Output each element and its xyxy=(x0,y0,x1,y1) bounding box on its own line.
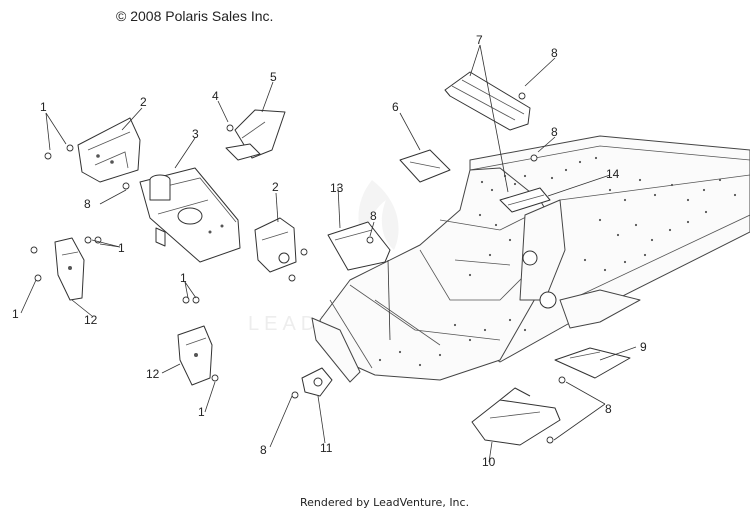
part-mount-6 xyxy=(399,149,451,183)
callout-12-left: 12 xyxy=(84,313,98,327)
callout-7: 7 xyxy=(476,33,483,47)
callout-10: 10 xyxy=(482,455,496,469)
callout-14: 14 xyxy=(606,167,620,181)
callout-4: 4 xyxy=(212,89,219,103)
callout-labels: 1 1 1 1 1 2 2 3 4 5 6 7 8 8 8 8 8 8 9 10… xyxy=(12,33,647,469)
callout-9: 9 xyxy=(640,340,647,354)
part-bracket-11 xyxy=(301,367,333,397)
part-plate-13 xyxy=(327,221,391,271)
part-tunnel-cover xyxy=(444,71,531,131)
leader-lines xyxy=(20,44,637,463)
part-bracket-12-upper xyxy=(54,237,85,301)
callout-5: 5 xyxy=(270,70,277,84)
part-steering-housing xyxy=(139,167,241,263)
callout-1-bottom: 1 xyxy=(198,405,205,419)
callout-8-top-right: 8 xyxy=(551,46,558,60)
callout-8-left: 8 xyxy=(84,197,91,211)
part-clip-14 xyxy=(499,187,551,213)
callout-1-mid: 1 xyxy=(180,271,187,285)
callout-8-bottom-left: 8 xyxy=(260,443,267,457)
callout-1-left-upper: 1 xyxy=(118,241,125,255)
callout-11: 11 xyxy=(320,441,333,455)
part-bracket-12-lower xyxy=(177,325,213,386)
callout-2-upper: 2 xyxy=(140,95,147,109)
part-shield xyxy=(225,109,286,161)
callout-13: 13 xyxy=(330,181,344,195)
callout-12-mid: 12 xyxy=(146,367,160,381)
callout-8-bottom-right: 8 xyxy=(605,402,612,416)
callout-3: 3 xyxy=(192,127,199,141)
bolts xyxy=(30,92,566,444)
callout-1-top-left: 1 xyxy=(40,100,47,114)
part-bracket-mid xyxy=(254,217,297,273)
part-skid-plate-10 xyxy=(471,387,561,446)
callout-8-right: 8 xyxy=(551,125,558,139)
callout-2-mid: 2 xyxy=(272,180,279,194)
callout-8-center: 8 xyxy=(370,209,377,223)
part-plate-9 xyxy=(554,347,631,379)
callout-6: 6 xyxy=(392,100,399,114)
part-bracket-upper-left xyxy=(77,117,141,183)
rendered-by-text: Rendered by LeadVenture, Inc. xyxy=(300,496,469,509)
copyright-text: © 2008 Polaris Sales Inc. xyxy=(116,8,273,24)
callout-1-left-lower: 1 xyxy=(12,307,19,321)
